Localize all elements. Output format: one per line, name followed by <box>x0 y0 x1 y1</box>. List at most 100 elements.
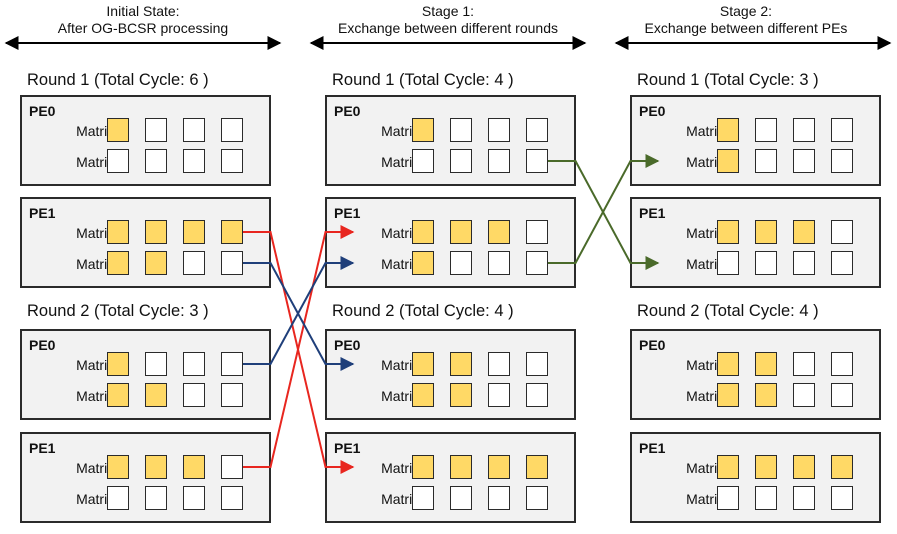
empty-cell <box>831 118 853 142</box>
round-title: Round 2 (Total Cycle: 3 ) <box>27 302 209 320</box>
filled-cell <box>221 220 243 244</box>
filled-cell <box>107 383 129 407</box>
empty-cell <box>183 352 205 376</box>
filled-cell <box>755 220 777 244</box>
filled-cell <box>412 220 434 244</box>
empty-cell <box>793 383 815 407</box>
empty-cell <box>412 149 434 173</box>
empty-cell <box>831 486 853 510</box>
empty-cell <box>526 220 548 244</box>
empty-cell <box>183 149 205 173</box>
empty-cell <box>526 251 548 275</box>
filled-cell <box>717 455 739 479</box>
filled-cell <box>717 352 739 376</box>
filled-cell <box>145 383 167 407</box>
filled-cell <box>107 352 129 376</box>
filled-cell <box>107 251 129 275</box>
empty-cell <box>221 149 243 173</box>
empty-cell <box>221 352 243 376</box>
empty-cell <box>717 251 739 275</box>
empty-cell <box>145 149 167 173</box>
filled-cell <box>717 220 739 244</box>
empty-cell <box>831 220 853 244</box>
stage-header-line: After OG-BCSR processing <box>57 20 229 36</box>
filled-cell <box>793 455 815 479</box>
empty-cell <box>488 486 510 510</box>
pe-name: PE0 <box>334 103 361 119</box>
empty-cell <box>717 486 739 510</box>
empty-cell <box>488 383 510 407</box>
empty-cell <box>488 118 510 142</box>
empty-cell <box>526 383 548 407</box>
empty-cell <box>755 118 777 142</box>
empty-cell <box>221 455 243 479</box>
filled-cell <box>145 251 167 275</box>
round-title: Round 2 (Total Cycle: 4 ) <box>332 302 514 320</box>
empty-cell <box>793 149 815 173</box>
empty-cell <box>145 486 167 510</box>
empty-cell <box>145 352 167 376</box>
empty-cell <box>831 251 853 275</box>
round-title: Round 1 (Total Cycle: 3 ) <box>637 71 819 89</box>
empty-cell <box>450 118 472 142</box>
filled-cell <box>412 383 434 407</box>
stage-header-1: Stage 1:Exchange between different round… <box>308 3 588 37</box>
stage-header-line: Exchange between different PEs <box>644 20 848 36</box>
empty-cell <box>450 251 472 275</box>
filled-cell <box>450 352 472 376</box>
filled-cell <box>412 352 434 376</box>
empty-cell <box>526 486 548 510</box>
empty-cell <box>755 486 777 510</box>
pe-name: PE1 <box>29 440 56 456</box>
empty-cell <box>221 118 243 142</box>
empty-cell <box>183 251 205 275</box>
pe-name: PE1 <box>334 205 361 221</box>
filled-cell <box>526 455 548 479</box>
filled-cell <box>183 455 205 479</box>
filled-cell <box>145 220 167 244</box>
filled-cell <box>450 220 472 244</box>
empty-cell <box>793 352 815 376</box>
pe-name: PE1 <box>29 205 56 221</box>
round-title: Round 1 (Total Cycle: 4 ) <box>332 71 514 89</box>
empty-cell <box>183 118 205 142</box>
filled-cell <box>755 455 777 479</box>
empty-cell <box>793 486 815 510</box>
pe-name: PE1 <box>639 440 666 456</box>
empty-cell <box>793 251 815 275</box>
filled-cell <box>412 455 434 479</box>
pe-name: PE0 <box>29 103 56 119</box>
empty-cell <box>526 352 548 376</box>
empty-cell <box>831 149 853 173</box>
empty-cell <box>107 149 129 173</box>
empty-cell <box>793 118 815 142</box>
empty-cell <box>488 251 510 275</box>
empty-cell <box>412 486 434 510</box>
pe-name: PE0 <box>29 337 56 353</box>
empty-cell <box>526 118 548 142</box>
stage-header-0: Initial State:After OG-BCSR processing <box>3 3 283 37</box>
filled-cell <box>183 220 205 244</box>
empty-cell <box>488 352 510 376</box>
filled-cell <box>412 118 434 142</box>
empty-cell <box>221 383 243 407</box>
filled-cell <box>145 455 167 479</box>
filled-cell <box>107 118 129 142</box>
filled-cell <box>450 383 472 407</box>
filled-cell <box>488 220 510 244</box>
empty-cell <box>488 149 510 173</box>
filled-cell <box>107 455 129 479</box>
pe-name: PE1 <box>639 205 666 221</box>
empty-cell <box>831 352 853 376</box>
